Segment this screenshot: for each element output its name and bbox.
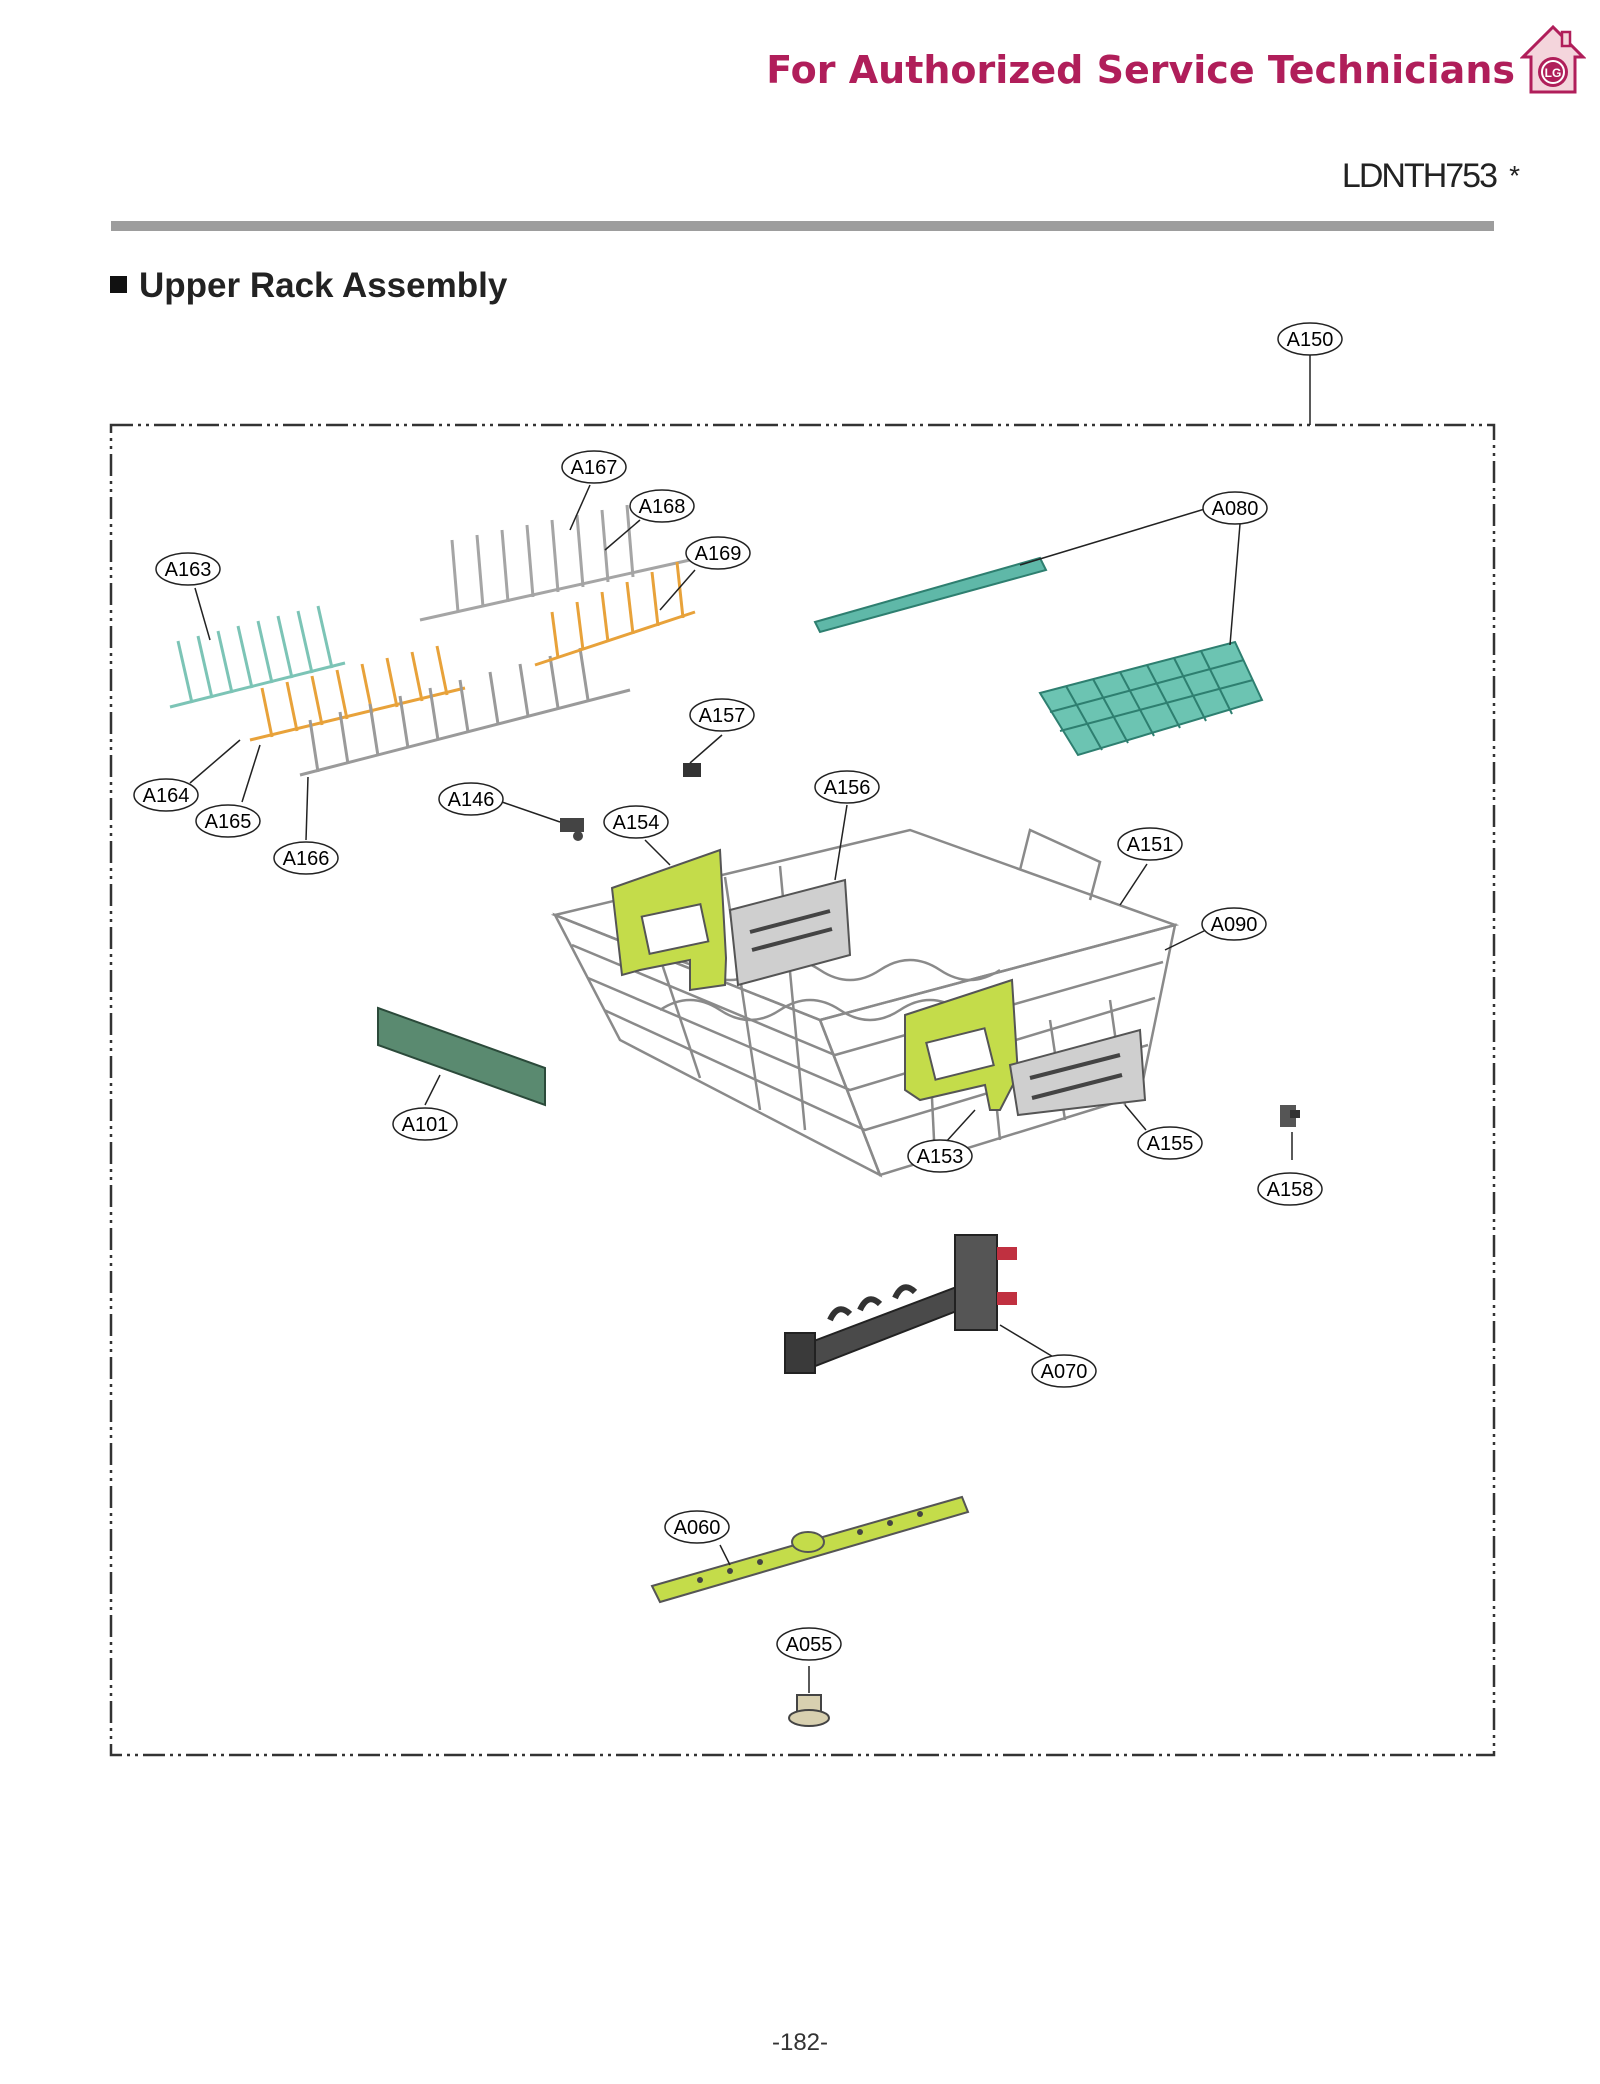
svg-text:A154: A154 xyxy=(613,812,660,834)
callout-a070: A070 xyxy=(1031,1354,1097,1388)
svg-text:A146: A146 xyxy=(448,789,495,811)
square-bullet-icon xyxy=(110,276,127,293)
section-title: Upper Rack Assembly xyxy=(110,266,507,306)
lg-house-icon: LG xyxy=(1520,24,1586,94)
svg-text:A163: A163 xyxy=(165,559,212,581)
callout-a163: A163 xyxy=(155,552,221,586)
svg-text:A164: A164 xyxy=(143,785,190,807)
part-fold-down-tray xyxy=(1038,640,1264,757)
callouts: A150 A167 A168 A169 A163 A080 A157 A156 … xyxy=(133,322,1343,1661)
page-number: -182- xyxy=(771,2029,829,2056)
part-nut-a055 xyxy=(788,1694,830,1727)
header-title: For Authorized Service Technicians xyxy=(766,48,1515,92)
section-title-text: Upper Rack Assembly xyxy=(139,266,508,305)
header-rule xyxy=(111,221,1494,231)
callout-a150: A150 xyxy=(1277,322,1343,356)
svg-text:A166: A166 xyxy=(283,848,330,870)
model-number: LDNTH753 xyxy=(1341,157,1498,195)
upper-gray-tine-row xyxy=(419,504,691,622)
part-clip-a157 xyxy=(683,763,701,777)
callout-a146: A146 xyxy=(438,782,504,816)
callout-a154: A154 xyxy=(603,805,669,839)
callout-a060: A060 xyxy=(664,1510,730,1544)
callout-a158: A158 xyxy=(1257,1172,1323,1206)
svg-text:A157: A157 xyxy=(699,705,746,727)
svg-text:A165: A165 xyxy=(205,811,252,833)
svg-text:A169: A169 xyxy=(695,543,742,565)
gray-tine-row xyxy=(299,647,631,777)
orange-tine-row xyxy=(249,645,466,742)
callout-a155: A155 xyxy=(1137,1126,1203,1160)
svg-text:A156: A156 xyxy=(824,777,871,799)
leader-lines xyxy=(189,354,1311,1693)
svg-text:A070: A070 xyxy=(1041,1361,1088,1383)
callout-a153: A153 xyxy=(907,1139,973,1173)
svg-text:A060: A060 xyxy=(674,1517,721,1539)
part-trim-a101 xyxy=(377,1006,546,1107)
svg-text:A151: A151 xyxy=(1127,834,1174,856)
part-roller-a158 xyxy=(1280,1105,1300,1127)
lg-logo-text: LG xyxy=(1545,66,1562,80)
part-rail xyxy=(813,556,1048,634)
callout-a101: A101 xyxy=(392,1107,458,1141)
svg-text:A167: A167 xyxy=(571,457,618,479)
svg-text:A158: A158 xyxy=(1267,1179,1314,1201)
callout-a080: A080 xyxy=(1202,491,1268,525)
part-spray-manifold-a070 xyxy=(784,1234,1017,1374)
callout-a055: A055 xyxy=(776,1627,842,1661)
part-bracket-a155 xyxy=(1008,1028,1147,1117)
callout-a165: A165 xyxy=(195,804,261,838)
part-handle-right-a153 xyxy=(904,978,1020,1111)
svg-text:A150: A150 xyxy=(1287,329,1334,351)
callout-a164: A164 xyxy=(133,778,199,812)
callout-a168: A168 xyxy=(629,489,695,523)
callout-a157: A157 xyxy=(689,698,755,732)
part-spray-arm-a060 xyxy=(650,1495,970,1604)
assembly-boundary xyxy=(109,423,1496,1757)
svg-text:A090: A090 xyxy=(1211,914,1258,936)
upper-orange-tine-row xyxy=(534,561,696,667)
callout-a166: A166 xyxy=(273,841,339,875)
callout-a169: A169 xyxy=(685,536,751,570)
callout-a090: A090 xyxy=(1201,907,1267,941)
teal-tine-row xyxy=(169,605,346,709)
callout-a167: A167 xyxy=(561,450,627,484)
svg-text:A168: A168 xyxy=(639,496,686,518)
callout-a156: A156 xyxy=(814,770,880,804)
svg-text:A155: A155 xyxy=(1147,1133,1194,1155)
svg-text:A055: A055 xyxy=(786,1634,833,1656)
part-clip-a146 xyxy=(560,818,584,841)
model-star: * xyxy=(1509,160,1520,191)
part-bracket-a156 xyxy=(728,878,852,987)
callout-a151: A151 xyxy=(1117,827,1183,861)
svg-text:A080: A080 xyxy=(1212,498,1259,520)
part-handle-left-a154 xyxy=(610,848,728,992)
svg-text:A153: A153 xyxy=(917,1146,964,1168)
svg-text:A101: A101 xyxy=(402,1114,449,1136)
